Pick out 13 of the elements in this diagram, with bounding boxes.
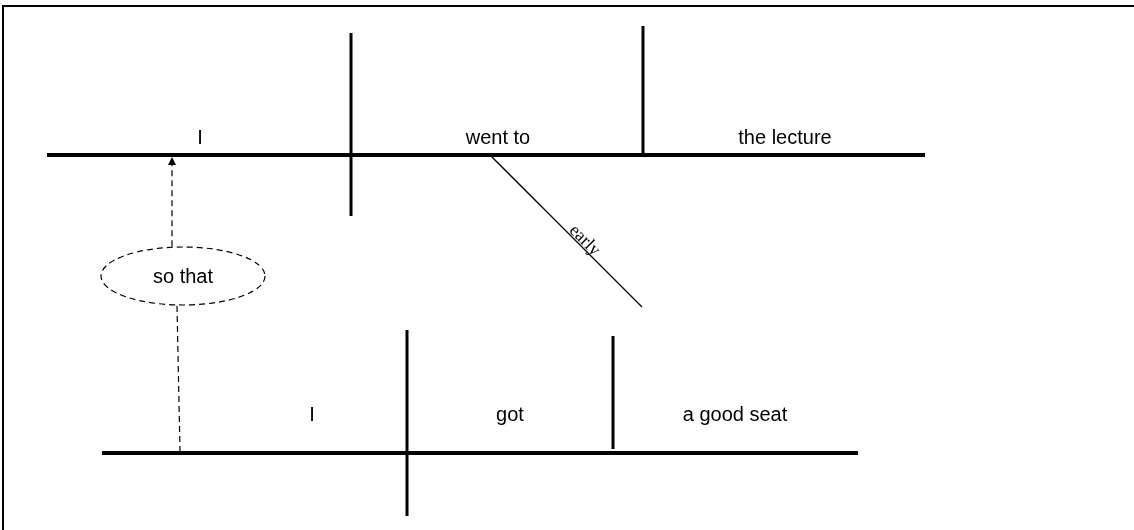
sentence-word: got: [496, 402, 524, 426]
sentence-word: I: [197, 125, 203, 149]
connector-line: [176, 305, 181, 452]
baseline: [47, 153, 925, 157]
modifier-word: early: [564, 219, 606, 261]
dashed-ellipse: [100, 246, 266, 306]
sentence-word: a good seat: [682, 402, 788, 426]
sentence-word: the lecture: [738, 125, 832, 149]
sentence-word: went to: [465, 125, 531, 149]
connector-word: so that: [153, 264, 213, 288]
baseline: [102, 451, 858, 455]
sentence-word: I: [309, 402, 315, 426]
arrow: [168, 156, 176, 247]
